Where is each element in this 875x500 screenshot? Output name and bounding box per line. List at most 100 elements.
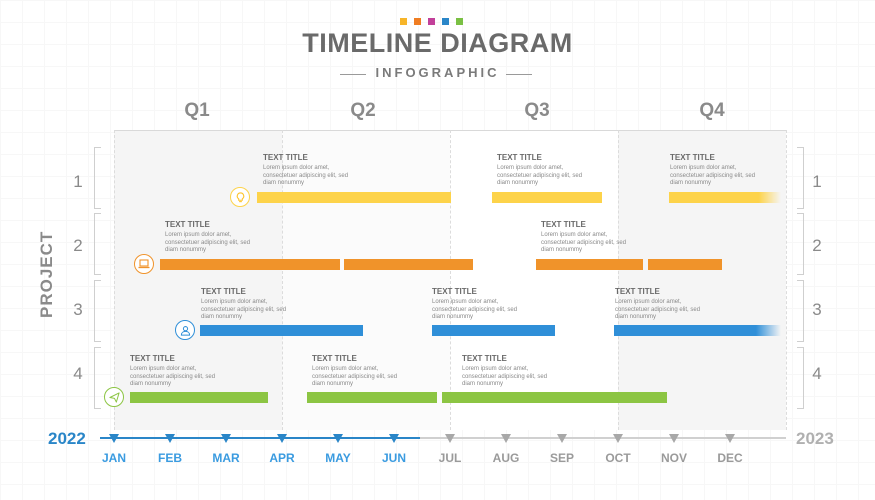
row-bracket-left	[94, 347, 101, 409]
color-dot	[442, 18, 449, 25]
quarter-divider	[786, 130, 787, 430]
color-dot	[414, 18, 421, 25]
note-body: Lorem ipsum dolor amet, consectetuer adi…	[541, 232, 627, 253]
month-label: MAY	[325, 451, 351, 465]
note-title: TEXT TITLE	[130, 354, 175, 363]
note-body: Lorem ipsum dolor amet, consectetuer adi…	[432, 299, 518, 320]
quarter-column-q2	[282, 130, 450, 430]
month-tick-marker	[669, 434, 679, 443]
page-subtitle-wrap: INFOGRAPHIC	[0, 64, 875, 82]
gantt-bar	[344, 259, 473, 270]
note-title: TEXT TITLE	[263, 153, 308, 162]
note-title: TEXT TITLE	[312, 354, 357, 363]
note-title: TEXT TITLE	[462, 354, 507, 363]
month-label: MAR	[212, 451, 240, 465]
row-bracket-right	[797, 280, 804, 342]
gantt-bar	[307, 392, 437, 403]
row-label-right: 3	[812, 300, 822, 319]
note-body: Lorem ipsum dolor amet, consectetuer adi…	[165, 232, 251, 253]
month-label: JAN	[101, 451, 126, 465]
note-body: Lorem ipsum dolor amet, consectetuer adi…	[130, 366, 216, 387]
note-body: Lorem ipsum dolor amet, consectetuer adi…	[670, 165, 756, 186]
month-tick-marker	[221, 434, 231, 443]
page-subtitle: INFOGRAPHIC	[339, 65, 532, 80]
month-tick-marker	[557, 434, 567, 443]
laptop-icon	[134, 254, 154, 274]
row-bracket-right	[797, 213, 804, 275]
row-label-left: 1	[73, 172, 83, 191]
quarter-column-q4	[618, 130, 786, 430]
note-title: TEXT TITLE	[541, 220, 586, 229]
month-label: DEC	[717, 451, 743, 465]
row-bracket-right	[797, 147, 804, 209]
color-dot	[400, 18, 407, 25]
gantt-bar	[130, 392, 268, 403]
row-label-left: 3	[73, 300, 83, 319]
page-title: TIMELINE DIAGRAM	[302, 28, 573, 58]
month-tick-marker	[333, 434, 343, 443]
month-label: JUL	[438, 451, 462, 465]
year-start-label: 2022	[48, 429, 86, 448]
note-body: Lorem ipsum dolor amet, consectetuer adi…	[201, 299, 287, 320]
gantt-bar	[614, 325, 781, 336]
month-tick-marker	[445, 434, 455, 443]
paper-plane-icon	[104, 387, 124, 407]
month-label: NOV	[660, 451, 687, 465]
note-title: TEXT TITLE	[432, 287, 477, 296]
row-label-left: 2	[73, 236, 83, 255]
note-body: Lorem ipsum dolor amet, consectetuer adi…	[615, 299, 701, 320]
gantt-bar	[200, 325, 363, 336]
project-axis-label: PROJECT	[37, 230, 56, 318]
subtitle-rule-right	[505, 74, 532, 75]
month-label: JUN	[381, 451, 406, 465]
row-label-right: 4	[812, 364, 822, 383]
month-tick-marker	[501, 434, 511, 443]
timeline-axis-active	[100, 437, 420, 439]
page-subtitle-text: INFOGRAPHIC	[375, 65, 500, 80]
gantt-bar	[536, 259, 643, 270]
quarter-label-q4: Q4	[699, 100, 725, 121]
note-title: TEXT TITLE	[201, 287, 246, 296]
gantt-bar	[648, 259, 722, 270]
row-bracket-left	[94, 280, 101, 342]
gantt-bar	[669, 192, 781, 203]
year-end-label: 2023	[796, 429, 834, 448]
row-label-right: 1	[812, 172, 822, 191]
month-tick-marker	[389, 434, 399, 443]
quarter-divider	[114, 130, 115, 430]
row-bracket-right	[797, 347, 804, 409]
quarter-label-q1: Q1	[184, 100, 210, 121]
note-body: Lorem ipsum dolor amet, consectetuer adi…	[462, 366, 548, 387]
quarter-divider	[282, 130, 283, 430]
user-icon	[175, 320, 195, 340]
month-label: FEB	[158, 451, 182, 465]
month-tick-marker	[613, 434, 623, 443]
row-bracket-left	[94, 213, 101, 275]
note-title: TEXT TITLE	[165, 220, 210, 229]
timeline-axis-inactive	[420, 437, 786, 439]
row-label-left: 4	[73, 364, 83, 383]
header-color-dots	[400, 18, 463, 25]
note-body: Lorem ipsum dolor amet, consectetuer adi…	[263, 165, 349, 186]
gantt-bar	[432, 325, 555, 336]
color-dot	[456, 18, 463, 25]
gantt-bar	[160, 259, 340, 270]
month-tick-marker	[725, 434, 735, 443]
quarter-column-q3	[450, 130, 618, 430]
lightbulb-icon	[230, 187, 250, 207]
quarter-label-q3: Q3	[524, 100, 550, 121]
gantt-bar	[257, 192, 451, 203]
month-tick-marker	[165, 434, 175, 443]
month-label: AUG	[492, 451, 520, 465]
quarter-label-q2: Q2	[350, 100, 376, 121]
subtitle-rule-left	[339, 74, 366, 75]
month-tick-marker	[277, 434, 287, 443]
quarter-column-q1	[114, 130, 282, 430]
month-label: SEP	[549, 451, 574, 465]
note-body: Lorem ipsum dolor amet, consectetuer adi…	[312, 366, 398, 387]
month-tick-marker	[109, 434, 119, 443]
note-title: TEXT TITLE	[670, 153, 715, 162]
gantt-bar	[442, 392, 667, 403]
color-dot	[428, 18, 435, 25]
month-label: OCT	[605, 451, 631, 465]
